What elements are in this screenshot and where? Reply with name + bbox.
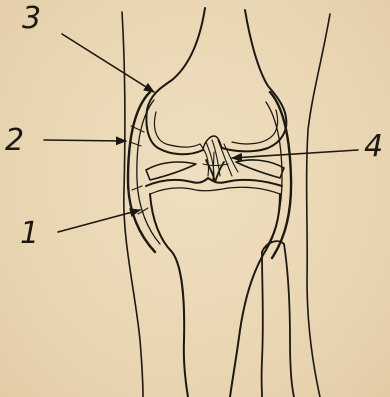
label-3: 3 [22, 4, 41, 34]
leader-line-1 [58, 210, 140, 232]
tibia-left-contour [150, 194, 188, 397]
meniscus-left [146, 162, 196, 180]
femur-right-condyle [222, 118, 286, 151]
tibia-right-contour [230, 194, 280, 397]
femur-left-contour [147, 8, 205, 110]
skin-outline-right [307, 14, 330, 397]
joint-capsule-left [128, 92, 155, 252]
leader-line-2 [44, 140, 126, 141]
label-2: 2 [5, 126, 24, 156]
meniscus-right [236, 160, 284, 178]
fibula-right-contour [284, 244, 294, 397]
leader-line-3 [62, 34, 154, 92]
label-4: 4 [364, 132, 383, 162]
femur-cartilage [154, 110, 277, 147]
label-1: 1 [20, 219, 39, 249]
joint-capsule-left-inner [137, 100, 160, 244]
fibula-left-contour [262, 252, 263, 397]
tibia-plateau-cartilage [150, 187, 280, 194]
